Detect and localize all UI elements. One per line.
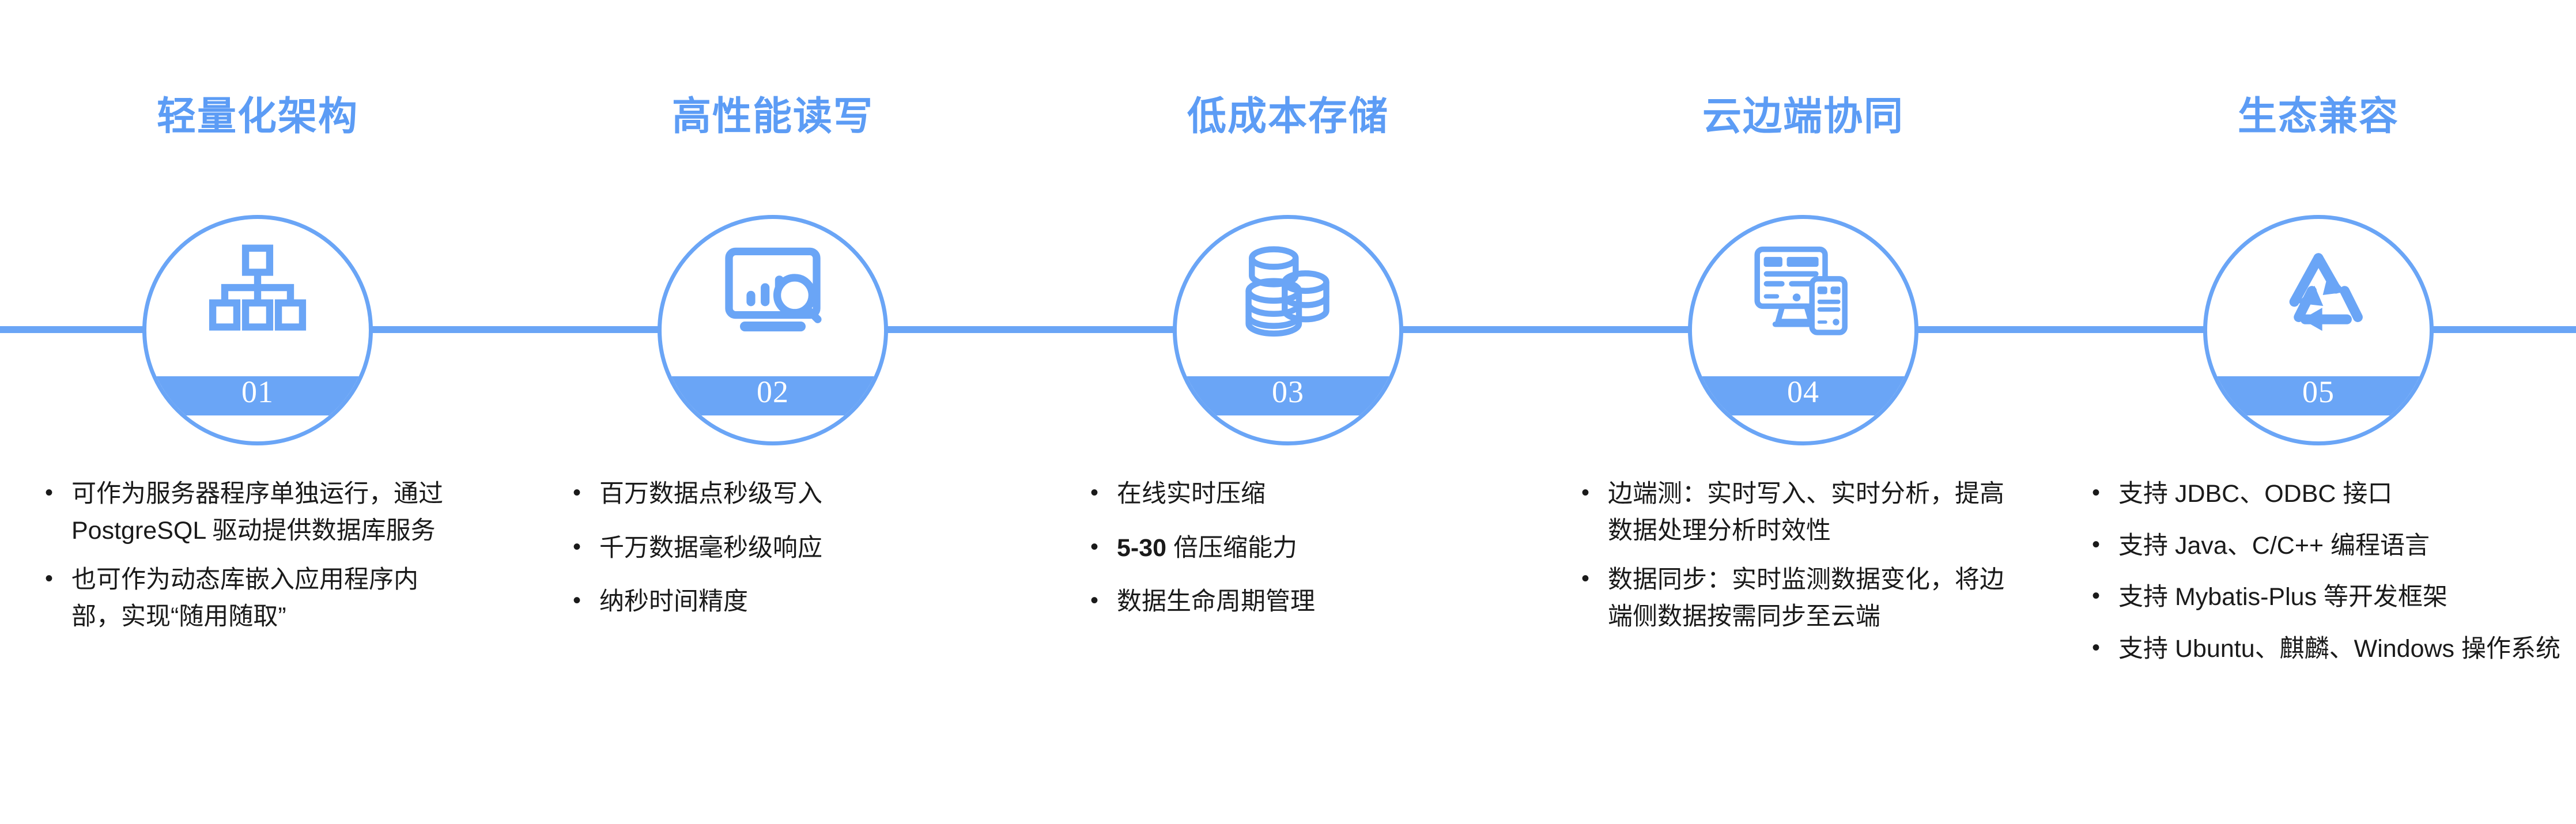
node-1[interactable]: 01	[142, 215, 373, 445]
feature-column-4: 云边端协同	[1546, 0, 2061, 824]
column-title-1: 轻量化架构	[156, 95, 358, 138]
node-number-2: 02	[757, 375, 789, 409]
bullet-text: 5-30 倍压缩能力	[1117, 534, 1298, 562]
bullet-list-2: • 百万数据点秒级写入 • 千万数据毫秒级响应 • 纳秒时间精度	[515, 476, 1030, 638]
list-item: • 支持 Mybatis-Plus 等开发框架	[2092, 579, 2564, 616]
bullet-dot-icon: •	[573, 588, 581, 614]
bullet-dot-icon: •	[2092, 583, 2101, 609]
database-stack-icon	[1233, 234, 1343, 343]
list-item: • 支持 Java、C/C++ 编程语言	[2092, 528, 2564, 565]
list-item: • 边端测：实时写入、实时分析，提高数据处理分析时效性	[1581, 476, 2029, 549]
list-item: • 在线实时压缩	[1090, 476, 1511, 513]
list-item: • 纳秒时间精度	[573, 584, 996, 621]
bullet-text: 支持 Java、C/C++ 编程语言	[2118, 531, 2430, 560]
list-item: • 千万数据毫秒级响应	[573, 530, 996, 567]
bullet-dot-icon: •	[1090, 588, 1099, 614]
bullet-dot-icon: •	[1090, 480, 1099, 505]
list-item: • 也可作为动态库嵌入应用程序内部，实现“随用随取”	[45, 562, 464, 635]
bullet-dot-icon: •	[1581, 566, 1590, 592]
list-item: • 5-30 倍压缩能力	[1090, 530, 1511, 567]
node-5[interactable]: 05	[2203, 215, 2434, 445]
node-number-1: 01	[241, 375, 274, 409]
desktop-mobile-icon	[1748, 234, 1858, 343]
bullet-dot-icon: •	[45, 480, 54, 505]
recycle-arrows-icon	[2264, 234, 2373, 343]
bullet-text: 千万数据毫秒级响应	[599, 534, 822, 562]
feature-column-5: 生态兼容	[2061, 0, 2576, 824]
node-band-2	[662, 376, 884, 415]
bullet-dot-icon: •	[2092, 531, 2101, 557]
node-number-3: 03	[1272, 375, 1304, 409]
column-title-2: 高性能读写	[671, 95, 874, 138]
bullet-list-4: • 边端测：实时写入、实时分析，提高数据处理分析时效性 • 数据同步：实时监测数…	[1546, 476, 2061, 648]
list-item: • 数据同步：实时监测数据变化，将边端侧数据按需同步至云端	[1581, 562, 2029, 635]
bullet-list-3: • 在线实时压缩 • 5-30 倍压缩能力 • 数据生命周期管理	[1030, 476, 1546, 638]
list-item: • 数据生命周期管理	[1090, 584, 1511, 621]
column-title-3: 低成本存储	[1187, 95, 1389, 138]
feature-column-3: 低成本存储	[1030, 0, 1546, 824]
node-number-4: 04	[1787, 375, 1819, 409]
list-item: • 可作为服务器程序单独运行，通过 PostgreSQL 驱动提供数据库服务	[45, 476, 464, 549]
bullet-text: 数据生命周期管理	[1117, 588, 1315, 616]
bullet-text: 可作为服务器程序单独运行，通过 PostgreSQL 驱动提供数据库服务	[71, 480, 443, 545]
bullet-dot-icon: •	[573, 480, 581, 505]
node-band-4	[1692, 376, 1914, 415]
feature-column-2: 高性能读写 02 • 百万数据点秒级写入	[515, 0, 1030, 824]
node-number-5: 05	[2302, 375, 2335, 409]
bullet-text: 数据同步：实时监测数据变化，将边端侧数据按需同步至云端	[1608, 566, 2004, 630]
bullet-dot-icon: •	[573, 534, 581, 560]
bullet-dot-icon: •	[1581, 480, 1590, 505]
node-band-5	[2207, 376, 2430, 415]
bullet-text: 在线实时压缩	[1117, 480, 1266, 508]
list-item: • 支持 JDBC、ODBC 接口	[2092, 476, 2564, 513]
bullet-dot-icon: •	[1090, 534, 1099, 560]
bullet-text: 百万数据点秒级写入	[599, 480, 822, 508]
bullet-text: 支持 Ubuntu、麒麟、Windows 操作系统	[2118, 634, 2560, 663]
feature-column-1: 轻量化架构 01 • 可作为服务器程序单独运行，通过 PostgreSQL 驱动…	[0, 0, 515, 824]
bullet-text: 纳秒时间精度	[599, 588, 748, 616]
bullet-text: 支持 Mybatis-Plus 等开发框架	[2118, 583, 2448, 611]
bullet-dot-icon: •	[2092, 480, 2101, 505]
node-3[interactable]: 03	[1173, 215, 1403, 445]
dashboard-search-icon	[718, 234, 828, 343]
bullet-list-1: • 可作为服务器程序单独运行，通过 PostgreSQL 驱动提供数据库服务 •…	[0, 476, 515, 648]
node-band-3	[1177, 376, 1399, 415]
node-4[interactable]: 04	[1688, 215, 1918, 445]
org-chart-icon	[203, 234, 312, 343]
node-ring-4	[1688, 215, 1918, 445]
bullet-text: 也可作为动态库嵌入应用程序内部，实现“随用随取”	[71, 566, 418, 630]
column-title-5: 生态兼容	[2237, 95, 2399, 138]
bullet-dot-icon: •	[2092, 634, 2101, 660]
bullet-dot-icon: •	[45, 566, 54, 592]
bullet-text: 支持 JDBC、ODBC 接口	[2118, 480, 2393, 508]
column-title-4: 云边端协同	[1702, 95, 1904, 138]
node-band-1	[146, 376, 369, 415]
bullet-list-5: • 支持 JDBC、ODBC 接口 • 支持 Java、C/C++ 编程语言 •…	[2061, 476, 2576, 683]
list-item: • 支持 Ubuntu、麒麟、Windows 操作系统	[2092, 631, 2564, 668]
node-2[interactable]: 02	[658, 215, 888, 445]
bullet-text: 边端测：实时写入、实时分析，提高数据处理分析时效性	[1608, 480, 2004, 545]
list-item: • 百万数据点秒级写入	[573, 476, 996, 513]
